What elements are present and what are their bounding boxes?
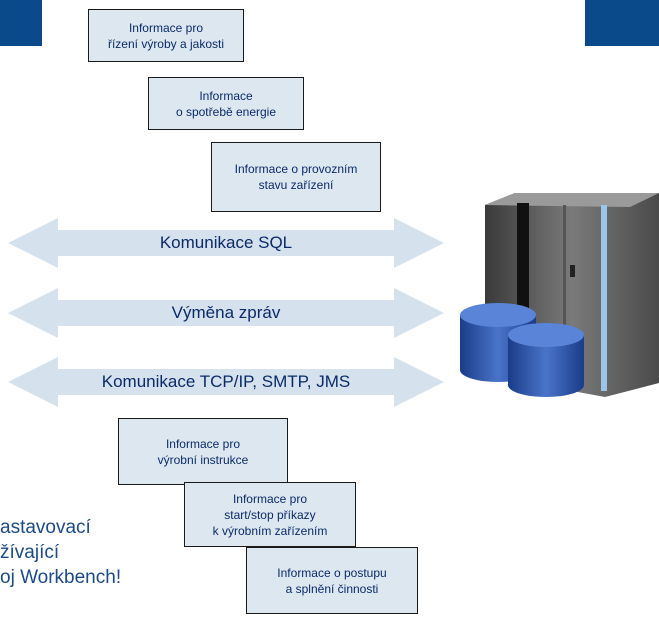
side-text-line-3: oj Workbench! — [0, 567, 122, 588]
info-box-production-instructions: Informace pro výrobní instrukce — [118, 418, 288, 485]
arrow-tcpip-label: Komunikace TCP/IP, SMTP, JMS — [101, 372, 351, 391]
corner-square-left — [0, 0, 42, 46]
info-box-procedure: Informace o postupu a splnění činnosti — [246, 547, 418, 614]
info-box-equipment-state: Informace o provozním stavu zařízení — [211, 142, 381, 212]
arrow-sql-label: Komunikace SQL — [159, 233, 293, 252]
mainframe-server-illustration — [460, 193, 659, 397]
server-handle — [570, 265, 575, 277]
side-text: astavovací žívající oj Workbench! — [0, 515, 121, 590]
side-text-line-2: žívající — [0, 542, 60, 563]
corner-square-right — [585, 0, 659, 46]
arrow-messaging: Výměna zpráv — [8, 288, 444, 338]
info-box-start-stop: Informace pro start/stop příkazy k výrob… — [184, 482, 356, 547]
server-stripe-light — [601, 205, 607, 391]
arrow-sql: Komunikace SQL — [8, 218, 444, 268]
arrow-tcpip: Komunikace TCP/IP, SMTP, JMS — [8, 357, 444, 407]
arrow-messaging-label: Výměna zpráv — [171, 303, 281, 322]
side-text-line-1: astavovací — [0, 517, 91, 538]
info-box-energy: Informace o spotřebě energie — [148, 77, 304, 130]
info-box-production-quality: Informace pro řízení výroby a jakosti — [88, 9, 244, 62]
database-cylinder-right — [508, 323, 584, 397]
